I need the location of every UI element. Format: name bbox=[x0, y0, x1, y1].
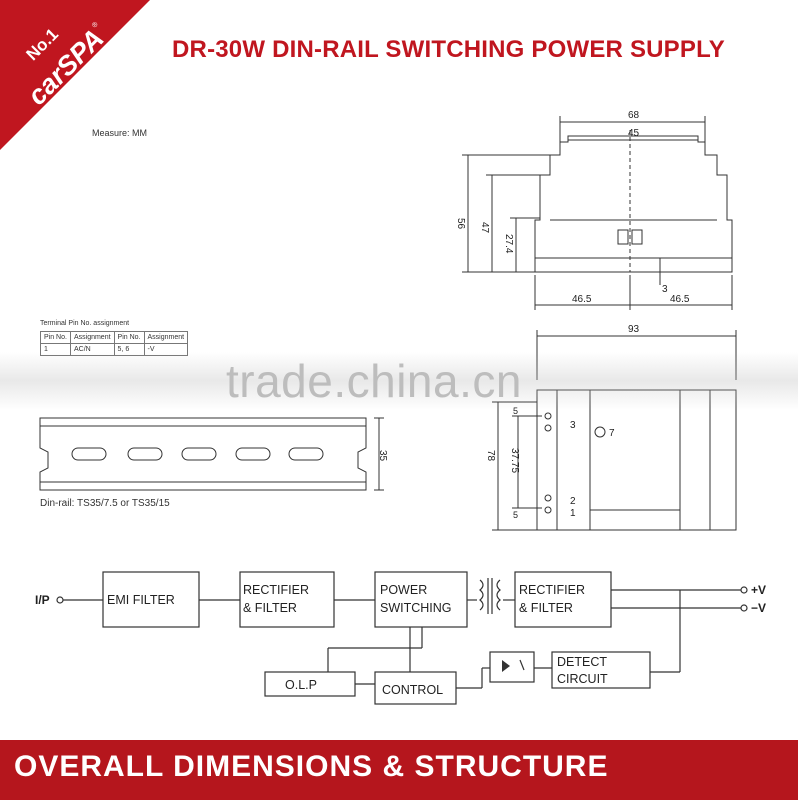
dim-56: 56 bbox=[455, 218, 466, 230]
dim-47: 47 bbox=[479, 222, 490, 234]
pin-1: 1 bbox=[570, 508, 576, 519]
watermark: trade.china.cn bbox=[226, 355, 522, 407]
pin-table-row: 1 AC/N 5, 6 -V bbox=[40, 343, 189, 356]
block-diagram: I/P EMI FILTER RECTIFIER & FILTER POWER … bbox=[35, 571, 766, 705]
led-7: 7 bbox=[609, 428, 615, 439]
detect-label-line2: CIRCUIT bbox=[557, 672, 608, 686]
dim-3: 3 bbox=[662, 284, 668, 295]
footer-title: OVERALL DIMENSIONS & STRUCTURE bbox=[14, 750, 609, 783]
detect-label-line1: DETECT bbox=[557, 655, 607, 669]
emi-filter-label: EMI FILTER bbox=[107, 593, 175, 607]
dim-93: 93 bbox=[628, 324, 640, 335]
brand-registered: ® bbox=[90, 20, 100, 30]
pin-3: 3 bbox=[570, 420, 576, 431]
rectifier1-label-line2: & FILTER bbox=[243, 601, 297, 615]
rectifier2-label-line1: RECTIFIER bbox=[519, 583, 585, 597]
top-view-drawing: 68 45 56 47 27.4 3 46.5 46.5 bbox=[455, 110, 733, 310]
pin-table-header: Pin No. Assignment Pin No. Assignment bbox=[40, 331, 189, 344]
pin-cell: -V bbox=[143, 343, 189, 356]
pin-header: Assignment bbox=[143, 331, 189, 344]
dim-27-4: 27.4 bbox=[503, 234, 514, 254]
watermark-band bbox=[0, 352, 798, 410]
input-label: I/P bbox=[35, 593, 50, 607]
dim-edge-top: 5 bbox=[513, 406, 518, 416]
rectifier2-label-line2: & FILTER bbox=[519, 601, 573, 615]
control-label: CONTROL bbox=[382, 683, 443, 697]
output-negative-label: −V bbox=[751, 601, 766, 615]
pin-cell: AC/N bbox=[69, 343, 115, 356]
power-switching-label-line1: POWER bbox=[380, 583, 427, 597]
output-positive-label: +V bbox=[751, 583, 766, 597]
pin-table-caption: Terminal Pin No. assignment bbox=[40, 320, 130, 327]
olp-label: O.L.P bbox=[285, 678, 317, 692]
dim-78: 78 bbox=[485, 450, 496, 462]
page-title: DR-30W DIN-RAIL SWITCHING POWER SUPPLY bbox=[172, 36, 725, 63]
din-rail-height: 35 bbox=[377, 450, 388, 462]
pin-cell: 5, 6 bbox=[113, 343, 145, 356]
dim-68: 68 bbox=[628, 110, 640, 121]
power-switching-label-line2: SWITCHING bbox=[380, 601, 452, 615]
dim-46-5-right: 46.5 bbox=[670, 294, 690, 305]
din-rail-note: Din-rail: TS35/7.5 or TS35/15 bbox=[40, 498, 170, 509]
din-rail-drawing: 35 bbox=[39, 417, 388, 491]
front-view-drawing: 93 78 37.75 5 5 3 2 1 7 bbox=[485, 324, 737, 531]
pin-header: Assignment bbox=[69, 331, 115, 344]
pin-header: Pin No. bbox=[113, 331, 145, 344]
rectifier1-label-line1: RECTIFIER bbox=[243, 583, 309, 597]
pin-cell: 1 bbox=[40, 343, 71, 356]
footer-bar bbox=[0, 740, 798, 800]
dim-45: 45 bbox=[628, 128, 640, 139]
brand-logo: No.1 carSPA ® NEW ENERGY bbox=[0, 0, 150, 150]
dim-46-5-left: 46.5 bbox=[572, 294, 592, 305]
pin-2: 2 bbox=[570, 496, 576, 507]
dim-edge-bottom: 5 bbox=[513, 510, 518, 520]
measure-note: Measure: MM bbox=[92, 128, 148, 138]
dim-37-75: 37.75 bbox=[509, 448, 520, 473]
pin-table: Pin No. Assignment Pin No. Assignment 1 … bbox=[40, 331, 189, 356]
pin-header: Pin No. bbox=[40, 331, 71, 344]
